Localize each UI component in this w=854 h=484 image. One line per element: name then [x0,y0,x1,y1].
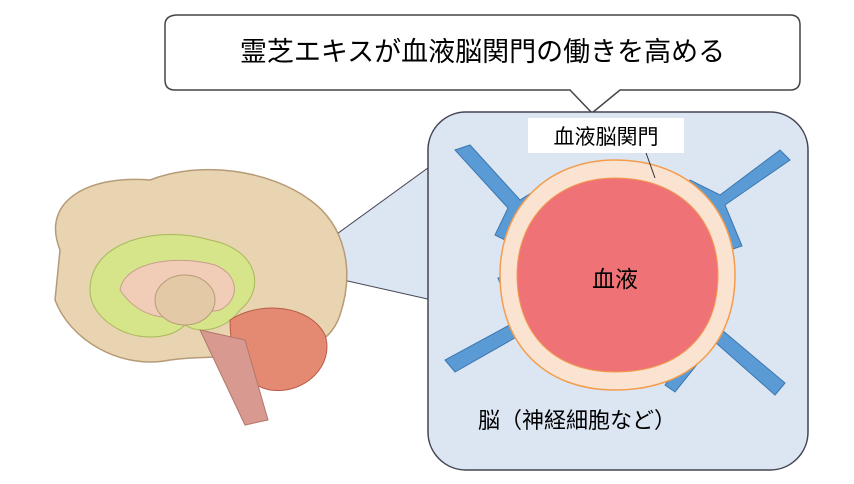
bbb-label: 血液脳関門 [553,125,659,149]
blood-area [516,177,719,373]
speech-bubble [164,14,801,115]
headline: 霊芝エキスが血液脳関門の働きを高める [239,37,726,68]
blood-label: 血液 [592,267,638,293]
bbb-pointer [644,149,656,179]
brain-label: 脳（神経細胞など） [478,409,677,434]
bbb-label-box [528,118,684,153]
brain-illustration [54,168,348,426]
